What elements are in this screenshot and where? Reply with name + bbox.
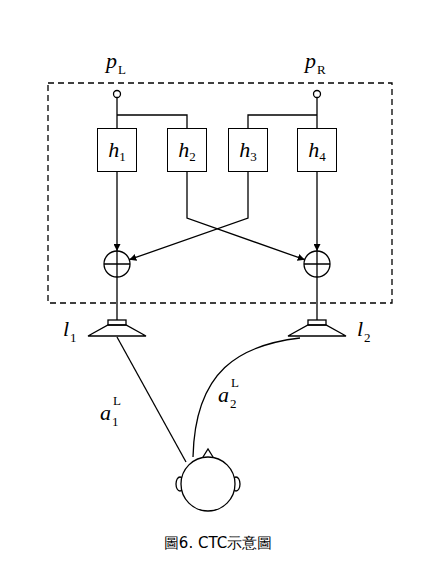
speaker-name: l [63, 318, 69, 340]
head-nose [203, 449, 213, 457]
filter-boundary [48, 83, 392, 303]
summing-junction [104, 251, 130, 277]
acoustic-path [117, 337, 186, 462]
path-ear: L [113, 394, 121, 407]
acoustic-path [193, 338, 300, 457]
wire [116, 98, 117, 129]
filter-box: h3 [228, 128, 268, 172]
wire [116, 277, 117, 320]
path-index: 1 [112, 415, 119, 428]
signal-index: L [118, 63, 126, 76]
wire [248, 115, 317, 128]
speaker-index: 1 [70, 331, 77, 344]
wire [316, 98, 317, 129]
filter-index: 3 [250, 150, 257, 163]
speaker-name: l [357, 318, 363, 340]
speaker-index: 2 [364, 331, 371, 344]
summing-junction [304, 251, 330, 277]
filter-name: h [239, 139, 250, 161]
wire [116, 172, 117, 251]
filter-box: h4 [297, 128, 337, 172]
path-name: a [218, 384, 229, 406]
input-terminal [314, 91, 321, 98]
wire [117, 115, 187, 128]
filter-index: 1 [119, 150, 126, 163]
summing-junction [304, 251, 330, 277]
path-name: a [100, 402, 111, 424]
filter-name: h [108, 139, 119, 161]
filter-index: 2 [189, 150, 196, 163]
speaker-symbol [308, 320, 326, 325]
signal-name: p [305, 50, 316, 72]
path-ear: L [231, 376, 239, 389]
wire [316, 172, 317, 251]
input-terminal [114, 91, 121, 98]
speaker-symbol [108, 320, 126, 325]
speaker-symbol [88, 325, 146, 336]
wire [129, 172, 248, 260]
path-index: 2 [230, 397, 237, 410]
signal-name: p [106, 50, 117, 72]
speaker-symbol [288, 325, 346, 336]
filter-index: 4 [319, 150, 326, 163]
filter-box: h1 [97, 128, 137, 172]
filter-name: h [308, 139, 319, 161]
wire [187, 172, 305, 260]
wire [316, 277, 317, 320]
filter-box: h2 [167, 128, 207, 172]
signal-index: R [317, 63, 326, 76]
listener-head [181, 457, 235, 511]
figure-caption: 圖6. CTC示意圖 [164, 536, 272, 551]
filter-name: h [178, 139, 189, 161]
summing-junction [104, 251, 130, 277]
